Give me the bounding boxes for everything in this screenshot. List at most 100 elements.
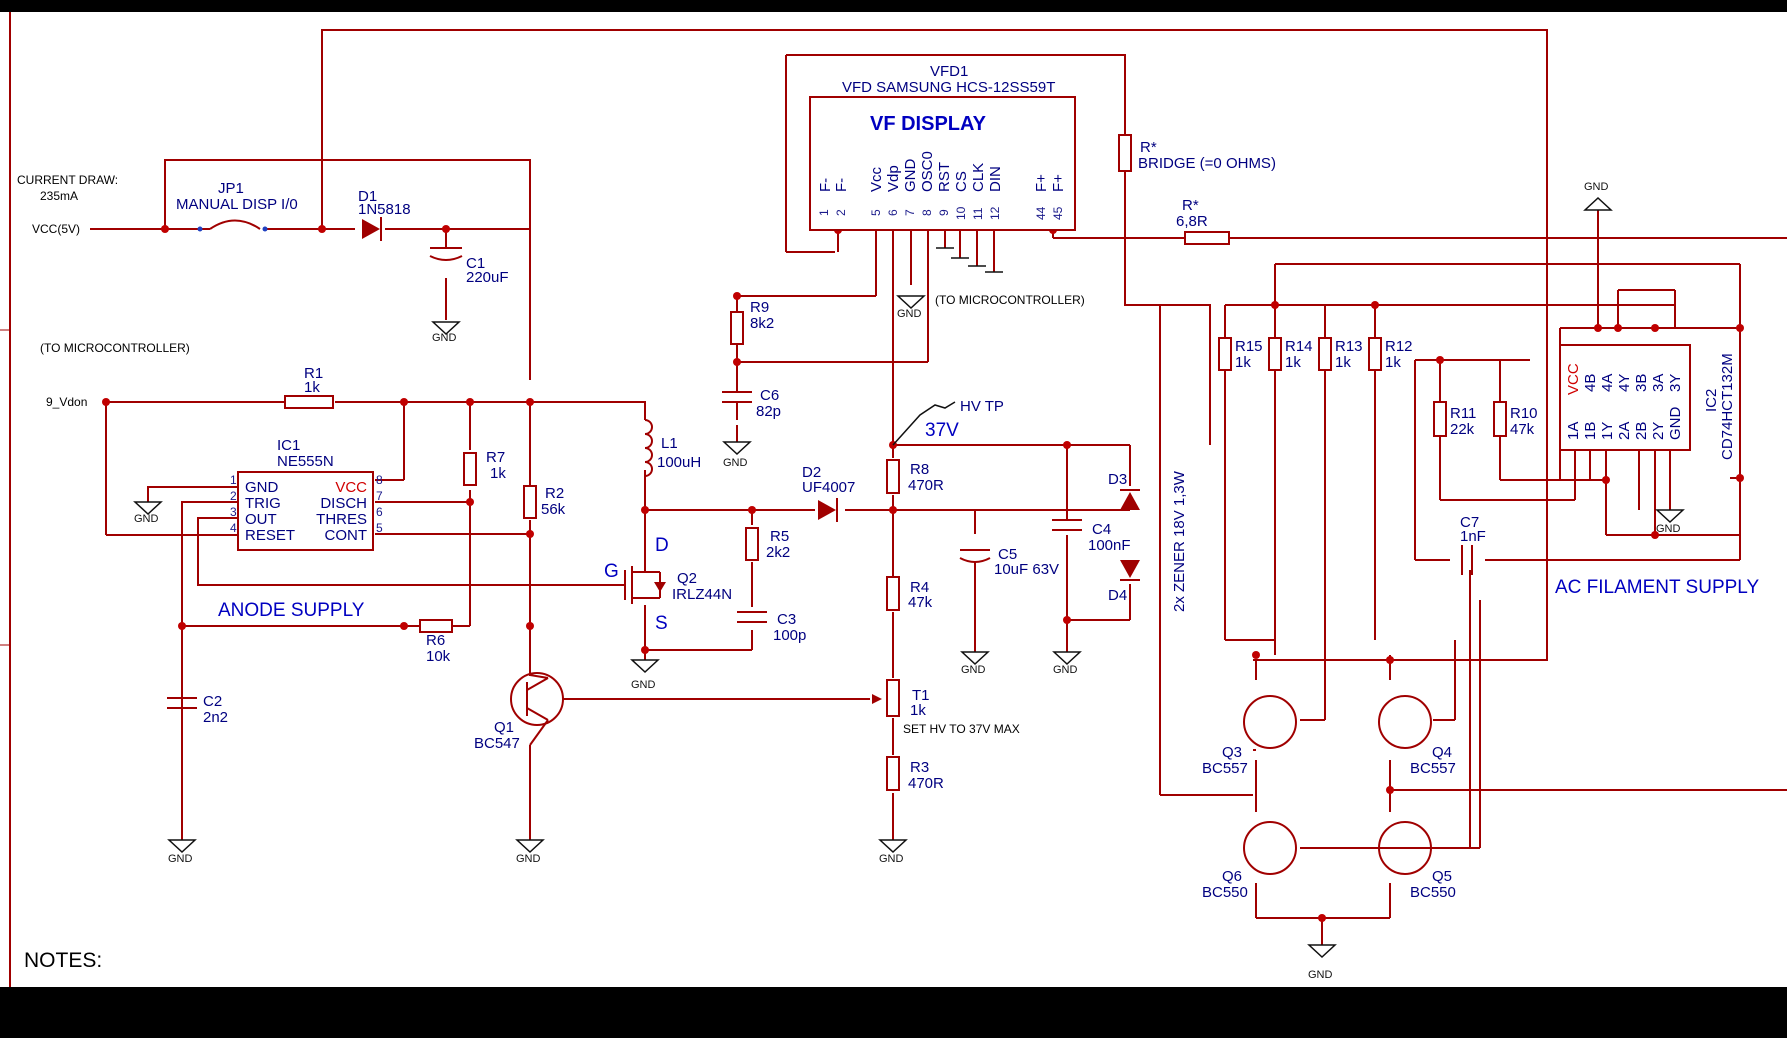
c5-ref: C5 (998, 546, 1017, 563)
d4-zener-diode (1120, 560, 1140, 581)
q5-transistor (1378, 821, 1432, 875)
ic2-ref: IC2 (1703, 389, 1720, 412)
vfd-pin-labels: F- F- Vcc Vdp GND OSC0 RST CS CLK DIN F+… (817, 151, 1067, 192)
d3-ref: D3 (1108, 471, 1127, 488)
svg-text:4: 4 (230, 521, 237, 535)
c6-ref: C6 (760, 387, 779, 404)
c1-capacitor (429, 247, 463, 261)
rstar-6r8-resistor (1184, 231, 1230, 245)
c2-capacitor (167, 697, 197, 709)
rstar-6r8-ref: R* (1182, 197, 1199, 214)
svg-text:GND: GND (879, 853, 904, 865)
svg-text:GND: GND (902, 159, 919, 193)
svg-text:DIN: DIN (987, 166, 1004, 192)
r10-value: 47k (1510, 421, 1535, 438)
svg-text:3: 3 (230, 505, 237, 519)
svg-text:8: 8 (376, 473, 383, 487)
svg-text:6: 6 (886, 209, 900, 216)
rstar-bridge-value: BRIDGE (=0 OHMS) (1138, 155, 1276, 172)
svg-text:GND: GND (1584, 181, 1609, 193)
d2-value: UF4007 (802, 479, 855, 496)
r6-value: 10k (426, 648, 451, 665)
svg-text:Vcc: Vcc (868, 166, 885, 192)
r8-ref: R8 (910, 461, 929, 478)
svg-text:7: 7 (903, 209, 917, 216)
svg-text:2: 2 (230, 489, 237, 503)
q1-transistor (510, 672, 564, 746)
q6-transistor (1243, 821, 1297, 875)
svg-text:OUT: OUT (245, 511, 277, 528)
svg-text:4A: 4A (1599, 374, 1616, 392)
r8-value: 470R (908, 477, 944, 494)
r11-value: 22k (1450, 421, 1475, 438)
svg-text:12: 12 (988, 206, 1002, 220)
svg-text:5: 5 (869, 209, 883, 216)
to-micro-label-2: (TO MICROCONTROLLER) (935, 293, 1085, 307)
r12-resistor (1368, 337, 1382, 371)
svg-text:GND: GND (1667, 407, 1684, 441)
q6-value: BC550 (1202, 884, 1248, 901)
c5-capacitor (959, 549, 991, 652)
svg-text:GND: GND (168, 853, 193, 865)
r7-resistor (463, 452, 477, 486)
svg-text:RST: RST (936, 162, 953, 192)
svg-text:4Y: 4Y (1616, 374, 1633, 392)
svg-text:GND: GND (1308, 969, 1333, 981)
jp1-value: MANUAL DISP I/0 (176, 196, 298, 213)
q3-value: BC557 (1202, 760, 1248, 777)
r9-resistor (730, 311, 744, 345)
vfd-ref: VFD1 (930, 63, 968, 80)
svg-text:VCC: VCC (335, 479, 367, 496)
c7-value: 1nF (1460, 528, 1486, 545)
vfd-display-box (809, 96, 1076, 231)
r14-value: 1k (1285, 354, 1301, 371)
svg-text:CLK: CLK (970, 163, 987, 192)
c7-ref: C7 (1460, 514, 1479, 531)
q5-value: BC550 (1410, 884, 1456, 901)
vfd-pin-numbers: 1 2 5 6 7 8 9 10 11 12 44 45 (817, 206, 1065, 220)
svg-text:F+: F+ (1050, 174, 1067, 192)
svg-text:GND: GND (516, 853, 541, 865)
svg-text:10: 10 (954, 206, 968, 220)
r9-value: 8k2 (750, 315, 774, 332)
q4-value: BC557 (1410, 760, 1456, 777)
c4-ref: C4 (1092, 521, 1111, 538)
vcc-label: VCC(5V) (32, 222, 80, 236)
l1-value: 100uH (657, 454, 701, 471)
r7-value: 1k (490, 465, 506, 482)
c2-ref: C2 (203, 693, 222, 710)
svg-text:6: 6 (376, 505, 383, 519)
svg-text:GND: GND (961, 664, 986, 676)
hv-value: 37V (925, 420, 959, 441)
t1-ref: T1 (912, 687, 930, 704)
hv-tp-label: HV TP (960, 398, 1004, 415)
svg-text:8: 8 (920, 209, 934, 216)
ic2-top-pins: VCC 4B 4A 4Y 3B 3A 3Y (1565, 363, 1684, 395)
vfd-title: VF DISPLAY (870, 113, 987, 135)
to-micro-label-1: (TO MICROCONTROLLER) (40, 341, 190, 355)
r15-value: 1k (1235, 354, 1251, 371)
jp1-jumper (197, 219, 268, 232)
svg-text:2: 2 (834, 209, 848, 216)
l1-ref: L1 (661, 435, 678, 452)
svg-text:2Y: 2Y (1650, 422, 1667, 440)
q4-transistor (1378, 695, 1432, 749)
c1-value: 220uF (466, 269, 509, 286)
svg-text:44: 44 (1034, 206, 1048, 220)
q2-source-label: S (655, 613, 668, 634)
svg-text:TRIG: TRIG (245, 495, 281, 512)
rstar-bridge-ref: R* (1140, 139, 1157, 156)
svg-text:CONT: CONT (325, 527, 368, 544)
r6-resistor (419, 619, 453, 633)
wires (90, 29, 1787, 945)
c6-capacitor (722, 391, 752, 420)
r1-resistor (284, 395, 334, 409)
r8-resistor (886, 459, 900, 494)
r1-value: 1k (304, 379, 320, 396)
c7-capacitor (1461, 545, 1473, 575)
r7-ref: R7 (486, 449, 505, 466)
svg-text:F-: F- (817, 178, 834, 192)
d1-ref: D1 (358, 188, 377, 205)
svg-text:1: 1 (817, 209, 831, 216)
r3-value: 470R (908, 775, 944, 792)
